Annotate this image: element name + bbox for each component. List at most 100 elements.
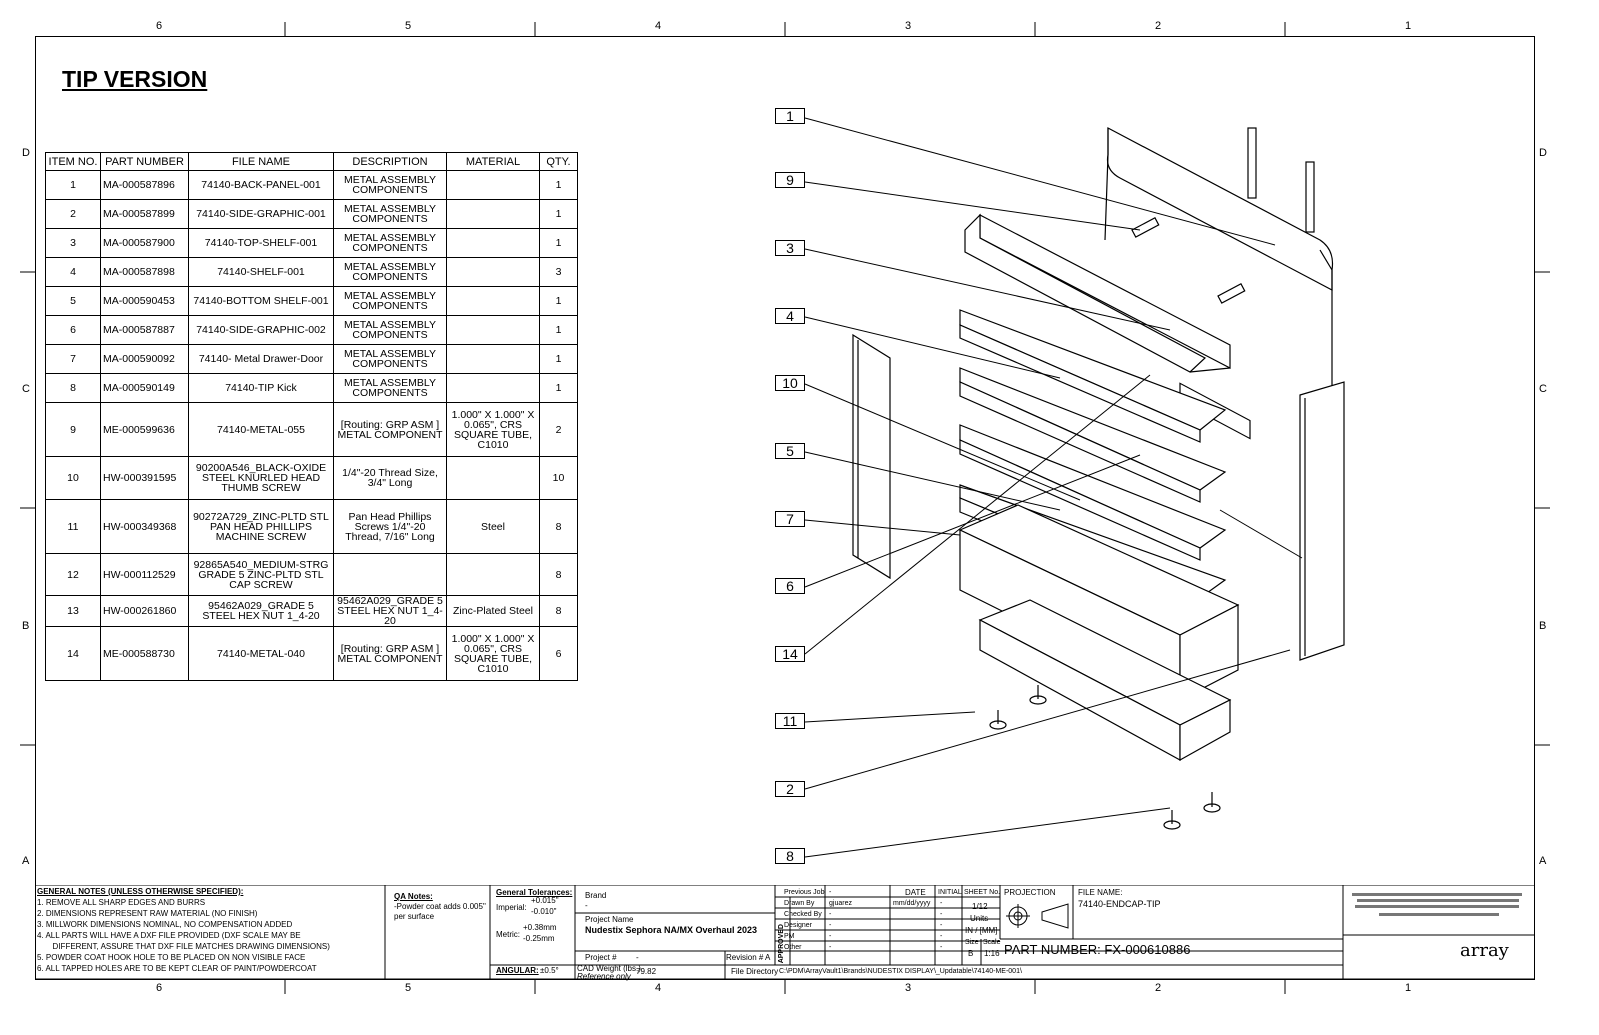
zone-bottom-1: 1 xyxy=(1405,982,1412,994)
general-tolerances: General Tolerances: xyxy=(496,888,572,898)
bom-cell-material xyxy=(446,373,540,403)
callout-8: 8 xyxy=(775,848,805,864)
bom-cell-file-name: 74140-SIDE-GRAPHIC-002 xyxy=(188,315,334,345)
bom-header-part-number: PART NUMBER xyxy=(100,152,189,171)
bom-header-description: DESCRIPTION xyxy=(333,152,447,171)
bom-cell-item: 11 xyxy=(45,499,101,554)
date-header: DATE xyxy=(905,888,926,897)
bom-cell-description: METAL ASSEMBLY COMPONENTS xyxy=(333,228,447,258)
project-number-label: Project # xyxy=(585,953,617,962)
bom-cell-part-number: MA-000590453 xyxy=(100,286,189,316)
general-note-1: 1. REMOVE ALL SHARP EDGES AND BURRS xyxy=(37,898,206,907)
callout-10: 10 xyxy=(775,375,805,391)
sheet-number-label: SHEET No. xyxy=(964,889,1001,896)
bom-cell-description: 95462A029_GRADE 5 STEEL HEX NUT 1_4-20 xyxy=(333,595,447,627)
file-directory-value: C:\PDM\ArrayVault1\Brands\NUDESTIX DISPL… xyxy=(779,968,1022,975)
bom-cell-item: 7 xyxy=(45,344,101,374)
leveling-feet xyxy=(989,685,1221,830)
bom-cell-material xyxy=(446,286,540,316)
bom-cell-material xyxy=(446,315,540,345)
bill-of-materials-table: ITEM NO. PART NUMBER FILE NAME DESCRIPTI… xyxy=(45,152,578,681)
cad-weight: CAD Weight (lbs.) Reference only xyxy=(577,965,641,981)
general-note-2: 2. DIMENSIONS REPRESENT RAW MATERIAL (NO… xyxy=(37,909,258,918)
revision-label: Revision # xyxy=(726,953,764,962)
qa-note-line-1: -Powder coat adds 0.005" xyxy=(394,902,486,911)
bom-cell-description: METAL ASSEMBLY COMPONENTS xyxy=(333,199,447,229)
bom-cell-file-name: 74140-SHELF-001 xyxy=(188,257,334,287)
bracket-right xyxy=(1305,161,1315,233)
bom-cell-part-number: MA-000587896 xyxy=(100,170,189,200)
general-note-5: 5. POWDER COAT HOOK HOLE TO BE PLACED ON… xyxy=(37,953,306,962)
shelf-1 xyxy=(959,309,1227,443)
approval-label: Other xyxy=(784,944,802,951)
tolerances-heading: General Tolerances: xyxy=(496,888,573,897)
bom-cell-item: 1 xyxy=(45,170,101,200)
zone-right-a: A xyxy=(1539,855,1547,867)
bom-cell-file-name: 74140- Metal Drawer-Door xyxy=(188,344,334,374)
square-tubes xyxy=(1131,216,1246,304)
third-angle-projection-icon xyxy=(1006,903,1069,929)
metric-minus: -0.25mm xyxy=(523,934,555,943)
bom-cell-item: 12 xyxy=(45,553,101,596)
bom-cell-part-number: MA-000587898 xyxy=(100,257,189,287)
approval-name: - xyxy=(829,944,832,951)
bom-cell-file-name: 74140-BOTTOM SHELF-001 xyxy=(188,286,334,316)
bom-header-qty: QTY. xyxy=(539,152,578,171)
bom-cell-material xyxy=(446,553,540,596)
leader-lines xyxy=(804,117,1303,858)
cad-weight-label: CAD Weight (lbs.) xyxy=(577,964,641,973)
imperial-minus: -0.010" xyxy=(531,907,557,916)
file-name-value: 74140-ENDCAP-TIP xyxy=(1078,899,1161,909)
bom-cell-file-name: 90200A546_BLACK-OXIDE STEEL KNURLED HEAD… xyxy=(188,456,334,500)
imperial-label: Imperial: xyxy=(496,903,527,912)
file-name-label: FILE NAME: xyxy=(1078,888,1123,897)
approval-name: - xyxy=(829,922,832,929)
bom-cell-part-number: HW-000391595 xyxy=(100,456,189,500)
zone-top-4: 4 xyxy=(655,20,662,32)
metric-plus: +0.38mm xyxy=(523,923,557,932)
bom-cell-qty: 1 xyxy=(539,228,578,258)
bom-cell-description: Pan Head Phillips Screws 1/4"-20 Thread,… xyxy=(333,499,447,554)
bom-cell-file-name: 74140-BACK-PANEL-001 xyxy=(188,170,334,200)
callout-9: 9 xyxy=(775,172,805,188)
part-number: PART NUMBER: FX-000610886 xyxy=(1004,942,1191,957)
zone-top-2: 2 xyxy=(1155,20,1162,32)
bom-cell-item: 6 xyxy=(45,315,101,345)
revision-value: A xyxy=(765,953,771,962)
zone-left-a: A xyxy=(22,855,30,867)
qa-note-line-2: per surface xyxy=(394,912,435,921)
zone-top-1: 1 xyxy=(1405,20,1412,32)
sheet-number-value: 1/12 xyxy=(972,902,988,911)
general-notes: GENERAL NOTES (UNLESS OTHERWISE SPECIFIE… xyxy=(37,886,330,974)
callout-14: 14 xyxy=(775,646,805,662)
bom-cell-item: 13 xyxy=(45,595,101,627)
bom-cell-file-name: 74140-METAL-055 xyxy=(188,402,334,457)
metric-label: Metric: xyxy=(496,930,520,939)
zone-right-b: B xyxy=(1539,620,1547,632)
bom-cell-description: METAL ASSEMBLY COMPONENTS xyxy=(333,257,447,287)
general-note-4-cont: DIFFERENT, ASSURE THAT DXF FILE MATCHES … xyxy=(37,942,330,951)
callout-3: 3 xyxy=(775,240,805,256)
bom-header-row: ITEM NO. PART NUMBER FILE NAME DESCRIPTI… xyxy=(45,152,578,171)
bom-cell-qty: 1 xyxy=(539,199,578,229)
bom-cell-material: 1.000" X 1.000" X 0.065", CRS SQUARE TUB… xyxy=(446,626,540,681)
bom-cell-item: 10 xyxy=(45,456,101,500)
tip-kick xyxy=(978,599,1232,762)
callout-1: 1 xyxy=(775,108,805,124)
bom-cell-material xyxy=(446,344,540,374)
callout-4: 4 xyxy=(775,308,805,324)
bom-cell-description: METAL ASSEMBLY COMPONENTS xyxy=(333,315,447,345)
callout-2: 2 xyxy=(775,781,805,797)
zone-right-c: C xyxy=(1539,383,1547,395)
cad-weight-value: 79.82 xyxy=(636,967,657,976)
bom-cell-description: METAL ASSEMBLY COMPONENTS xyxy=(333,344,447,374)
approval-label: Previous Job xyxy=(784,889,825,896)
